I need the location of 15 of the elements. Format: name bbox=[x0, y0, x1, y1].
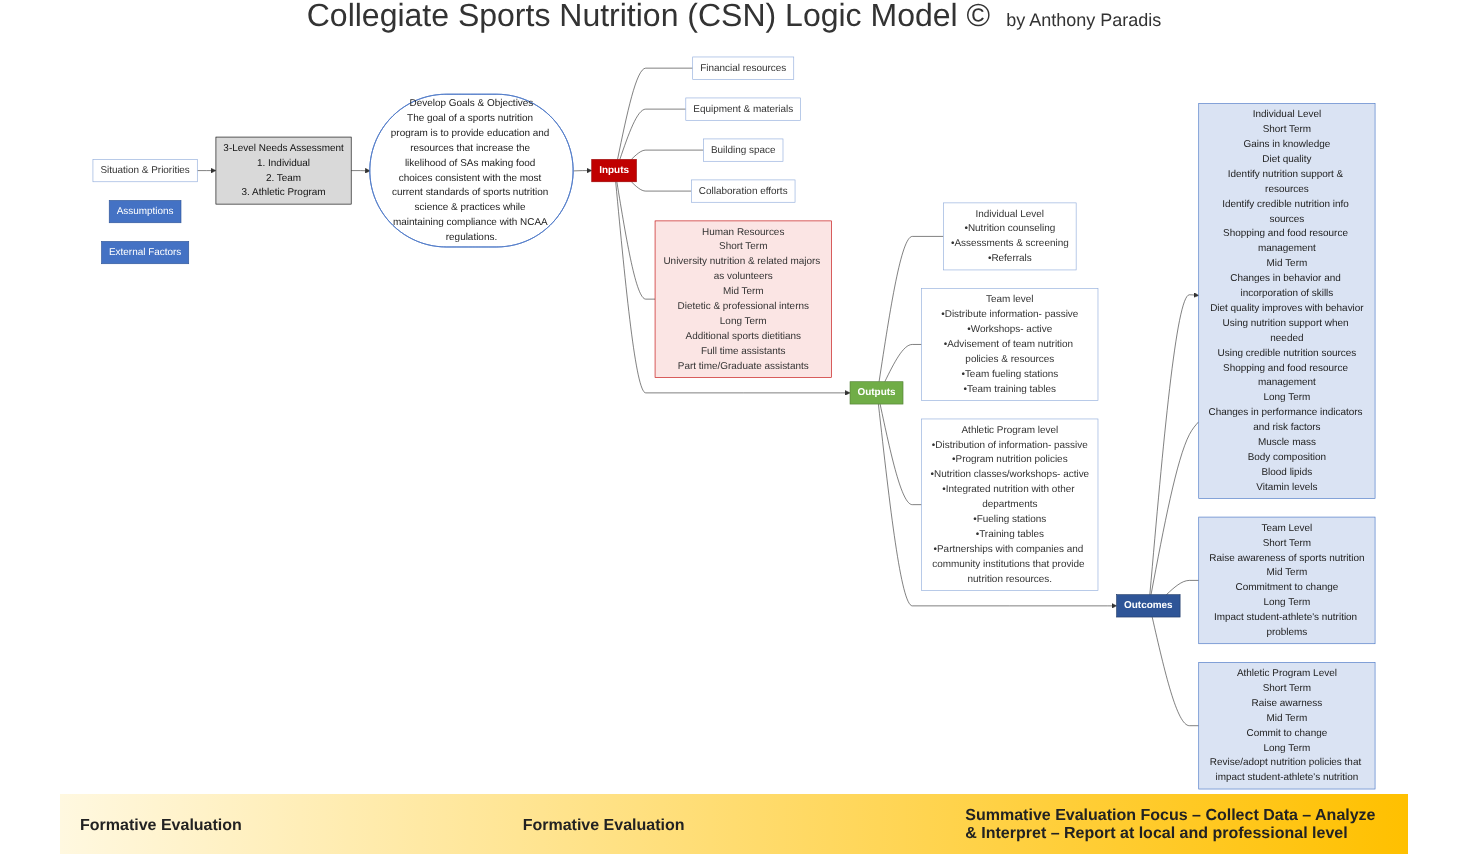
connector bbox=[884, 344, 922, 382]
connector bbox=[1150, 421, 1200, 595]
connector bbox=[1151, 616, 1200, 726]
evaluation-label: Summative Evaluation Focus – Collect Data – Analyze & Interpret – Report at local and professional level bbox=[965, 806, 1378, 842]
connector bbox=[616, 181, 656, 300]
diagram-title: Collegiate Sports Nutrition (CSN) Logic Model © bbox=[306, 0, 991, 36]
evaluation-label: Formative Evaluation bbox=[80, 815, 244, 833]
connector bbox=[1166, 580, 1200, 595]
connector bbox=[631, 149, 704, 160]
connector bbox=[878, 236, 944, 382]
evaluation-label: Formative Evaluation bbox=[522, 815, 687, 833]
connector bbox=[879, 403, 922, 505]
author-credit: by Anthony Paradis bbox=[1006, 10, 1162, 30]
connector bbox=[619, 108, 687, 160]
connector bbox=[617, 67, 693, 160]
